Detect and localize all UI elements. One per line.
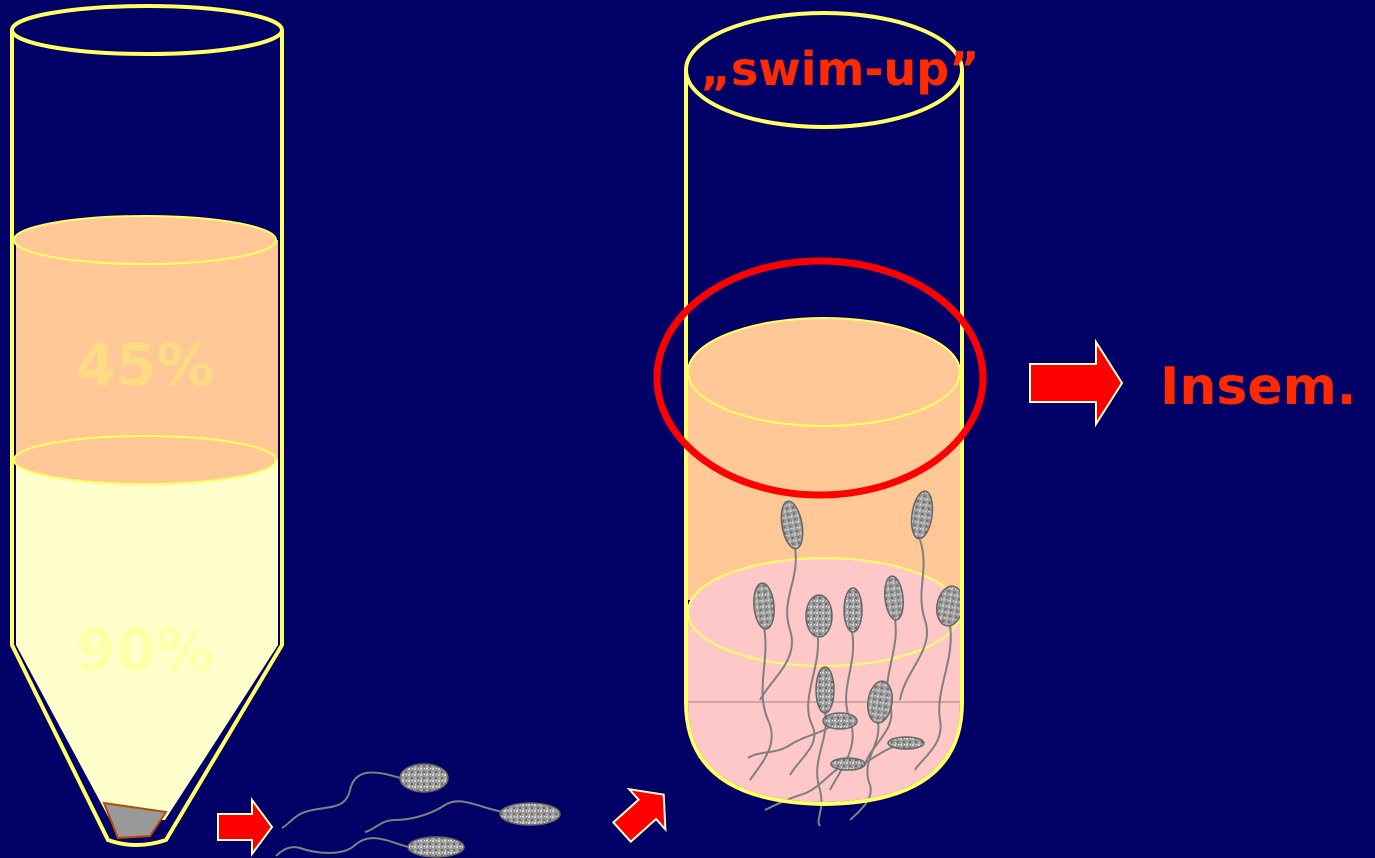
sperm-tail xyxy=(365,801,503,832)
sperm-cell-icon xyxy=(806,595,832,637)
free-sperm-cells xyxy=(276,772,503,856)
label-insem: Insem. xyxy=(1160,357,1357,417)
right-arrow-icon xyxy=(604,775,682,853)
free-sperm-heads xyxy=(400,764,560,857)
layer-90-top xyxy=(14,436,276,484)
right-arrow-icon xyxy=(218,800,272,854)
sperm-cell-icon xyxy=(816,667,834,713)
tube-mouth xyxy=(12,6,282,54)
sperm-cell-icon xyxy=(500,803,560,825)
sperm-cell-icon xyxy=(823,713,857,729)
sperm-cell-icon xyxy=(408,837,464,857)
medium-top xyxy=(688,318,960,426)
right-arrow-icon xyxy=(1030,342,1122,424)
layer-45-top xyxy=(14,216,276,264)
sperm-cell-icon xyxy=(400,764,448,792)
sperm-tail xyxy=(276,838,408,856)
sperm-cell-icon xyxy=(888,737,924,749)
swim-up-tube: „swim-up” xyxy=(657,13,983,826)
label-45: 45% xyxy=(76,331,215,399)
sperm-tail xyxy=(282,772,400,828)
sperm-cell-icon xyxy=(831,758,865,770)
label-swim-up: „swim-up” xyxy=(701,42,980,96)
gradient-tube: 45% 90% xyxy=(12,6,282,845)
sperm-cell-icon xyxy=(844,588,862,632)
label-90: 90% xyxy=(76,616,215,684)
